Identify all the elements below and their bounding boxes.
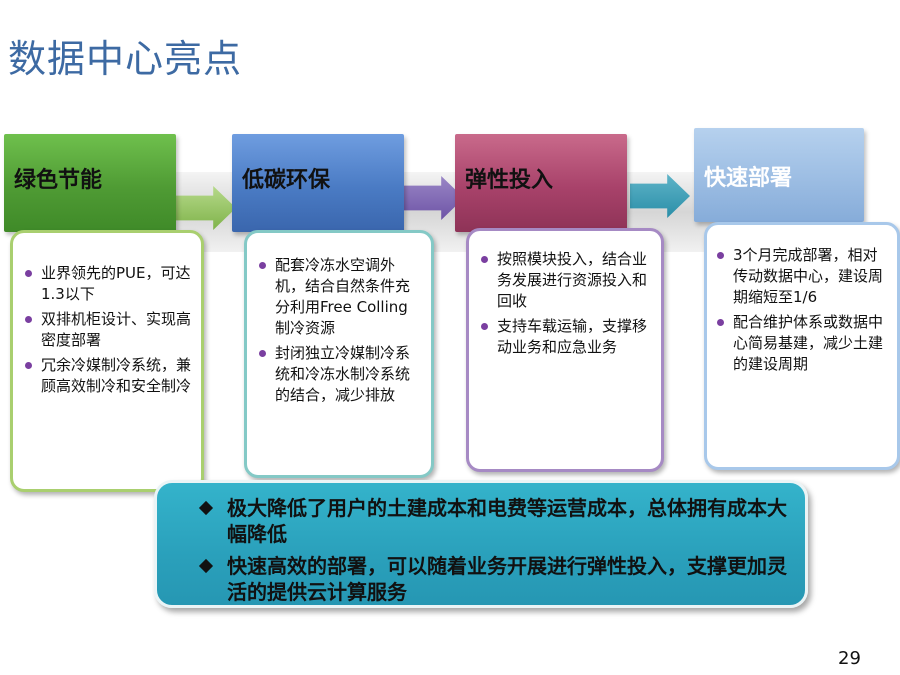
card-body-low-carbon: 配套冷冻水空调外机，结合自然条件充分利用Free Colling制冷资源 封闭独… bbox=[244, 230, 434, 478]
page-number: 29 bbox=[838, 648, 861, 669]
card-header-label: 弹性投入 bbox=[465, 168, 554, 193]
bullet-icon bbox=[25, 270, 32, 277]
card-header-fast-deploy: 快速部署 bbox=[694, 128, 864, 222]
bullet-icon bbox=[259, 350, 266, 357]
bullet-icon bbox=[481, 323, 488, 330]
bullet-icon bbox=[25, 316, 32, 323]
summary-box: 极大降低了用户的土建成本和电费等运营成本，总体拥有成本大幅降低 快速高效的部署，… bbox=[154, 480, 808, 608]
slide-title: 数据中心亮点 bbox=[8, 37, 243, 81]
list-item: 封闭独立冷媒制冷系统和冷冻水制冷系统的结合，减少排放 bbox=[257, 343, 417, 406]
card-header-label: 绿色节能 bbox=[14, 168, 103, 193]
bullet-icon bbox=[259, 262, 266, 269]
bullet-icon bbox=[717, 252, 724, 259]
list-item: 双排机柜设计、实现高密度部署 bbox=[23, 309, 191, 351]
list-item: 业界领先的PUE，可达1.3以下 bbox=[23, 263, 191, 305]
card-body-green-energy: 业界领先的PUE，可达1.3以下 双排机柜设计、实现高密度部署 冗余冷媒制冷系统… bbox=[10, 230, 204, 492]
diamond-bullet-icon bbox=[198, 500, 214, 516]
bullet-icon bbox=[481, 256, 488, 263]
diamond-bullet-icon bbox=[198, 558, 214, 574]
card-header-elastic: 弹性投入 bbox=[455, 134, 627, 232]
card-header-low-carbon: 低碳环保 bbox=[232, 134, 404, 232]
card-body-elastic: 按照模块投入，结合业务发展进行资源投入和回收 支持车载运输，支撑移动业务和应急业… bbox=[466, 228, 664, 472]
list-item: 配合维护体系或数据中心简易基建，减少土建的建设周期 bbox=[715, 312, 885, 375]
list-item: 3个月完成部署，相对传动数据中心，建设周期缩短至1/6 bbox=[715, 245, 885, 308]
bullet-icon bbox=[717, 319, 724, 326]
bullet-icon bbox=[25, 362, 32, 369]
card-header-label: 低碳环保 bbox=[242, 168, 331, 193]
card-body-fast-deploy: 3个月完成部署，相对传动数据中心，建设周期缩短至1/6 配合维护体系或数据中心简… bbox=[704, 222, 900, 470]
list-item: 配套冷冻水空调外机，结合自然条件充分利用Free Colling制冷资源 bbox=[257, 255, 417, 339]
list-item: 按照模块投入，结合业务发展进行资源投入和回收 bbox=[479, 249, 647, 312]
list-item: 冗余冷媒制冷系统，兼顾高效制冷和安全制冷 bbox=[23, 355, 191, 397]
list-item: 支持车载运输，支撑移动业务和应急业务 bbox=[479, 316, 647, 358]
card-header-green-energy: 绿色节能 bbox=[4, 134, 176, 232]
summary-item: 极大降低了用户的土建成本和电费等运营成本，总体拥有成本大幅降低 bbox=[198, 495, 805, 547]
card-header-label: 快速部署 bbox=[704, 166, 793, 191]
summary-item: 快速高效的部署，可以随着业务开展进行弹性投入，支撑更加灵活的提供云计算服务 bbox=[198, 553, 805, 605]
